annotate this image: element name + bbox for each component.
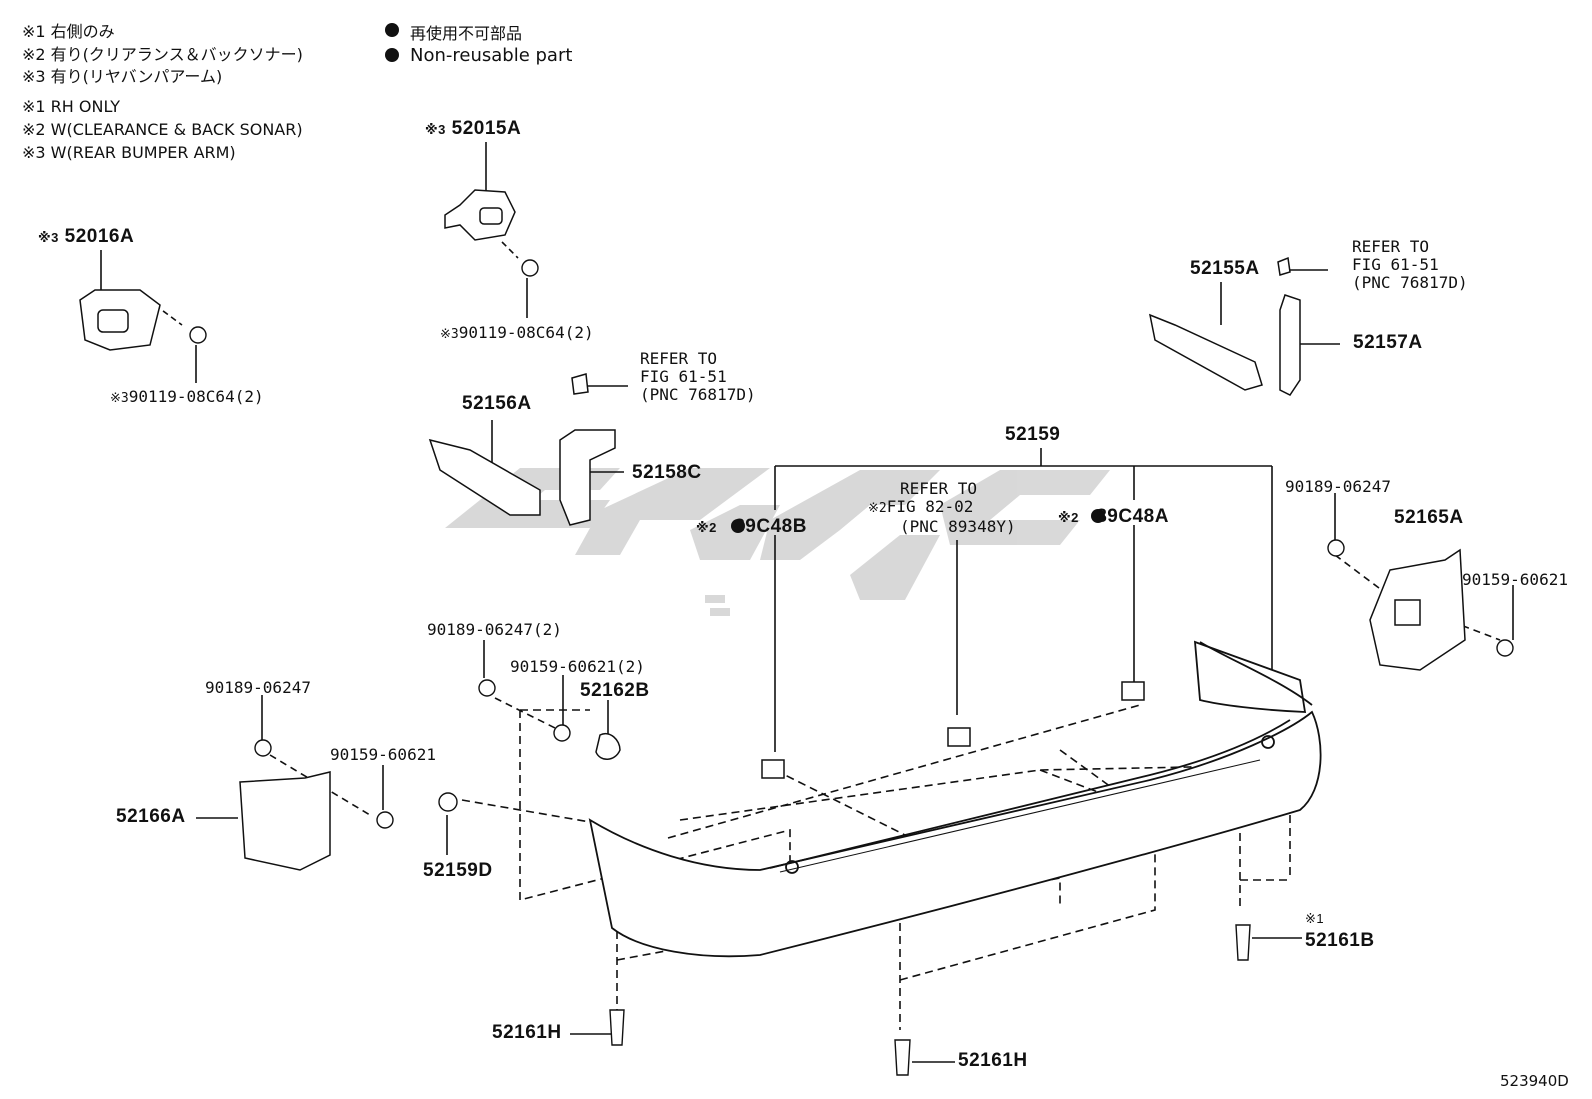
label-89C48A: ※2 89C48A xyxy=(1058,506,1169,527)
note-en-3: ※3 W(REAR BUMPER ARM) xyxy=(22,143,236,162)
label-52161B: ※1 52161B xyxy=(1305,911,1375,951)
part-52162B-shape xyxy=(595,733,621,760)
label-52162B: 52162B xyxy=(580,680,650,701)
label-bolt-left: ※390119-08C64(2) xyxy=(110,387,264,406)
watermark-logo xyxy=(445,468,1110,616)
fasteners xyxy=(189,259,1514,1076)
note-jp-1: ※1 右側のみ xyxy=(22,22,115,41)
part-52156A-shape xyxy=(428,438,541,516)
label-52159: 52159 xyxy=(1005,424,1061,445)
label-90189-left: 90189-06247 xyxy=(205,678,311,697)
part-52166A-shape xyxy=(239,771,331,871)
legend-en: Non-reusable part xyxy=(410,45,573,66)
label-52158C: 52158C xyxy=(632,462,702,483)
label-52165A: 52165A xyxy=(1394,507,1464,528)
label-90159-right: 90159-60621 xyxy=(1462,570,1568,589)
note-jp-3: ※3 有り(リヤバンパアーム) xyxy=(22,67,223,86)
label-52159D: 52159D xyxy=(423,860,493,881)
label-bolt-top: ※390119-08C64(2) xyxy=(440,323,594,342)
label-52166A: 52166A xyxy=(116,806,186,827)
part-89C48A-shape xyxy=(1121,681,1145,701)
bracket-shapes xyxy=(79,189,1466,871)
rear-bumper xyxy=(588,640,1322,958)
part-52155A-shape xyxy=(1148,313,1263,391)
label-90159-mid: 90159-60621(2) xyxy=(510,657,645,676)
legend-jp: 再使用不可部品 xyxy=(410,24,523,43)
legend-dots xyxy=(385,23,1105,533)
refer-c: REFER TO ※2FIG 82-02 (PNC 89348Y) xyxy=(868,479,1016,536)
figure-id: 523940D xyxy=(1500,1072,1569,1090)
label-52157A: 52157A xyxy=(1353,332,1423,353)
sonar-bracket-shape xyxy=(947,727,971,747)
label-52155A: 52155A xyxy=(1190,258,1260,279)
label-52015A: ※3 52015A xyxy=(425,118,522,139)
note-en-1: ※1 RH ONLY xyxy=(22,97,121,116)
label-89C48B: ※2 89C48B xyxy=(696,516,807,537)
label-90189-right: 90189-06247 xyxy=(1285,477,1391,496)
label-52016A: ※3 52016A xyxy=(38,226,135,247)
label-52156A: 52156A xyxy=(462,393,532,414)
label-52161H-left: 52161H xyxy=(492,1022,562,1043)
part-52157A-shape xyxy=(1279,294,1301,396)
part-89C48B-shape xyxy=(761,759,785,779)
label-52161H-bottom: 52161H xyxy=(958,1050,1028,1071)
label-90159-left: 90159-60621 xyxy=(330,745,436,764)
note-jp-2: ※2 有り(クリアランス＆バックソナー) xyxy=(22,45,303,64)
label-90189-mid: 90189-06247(2) xyxy=(427,620,562,639)
part-52158C-shape xyxy=(559,429,616,526)
note-en-2: ※2 W(CLEARANCE & BACK SONAR) xyxy=(22,120,303,139)
